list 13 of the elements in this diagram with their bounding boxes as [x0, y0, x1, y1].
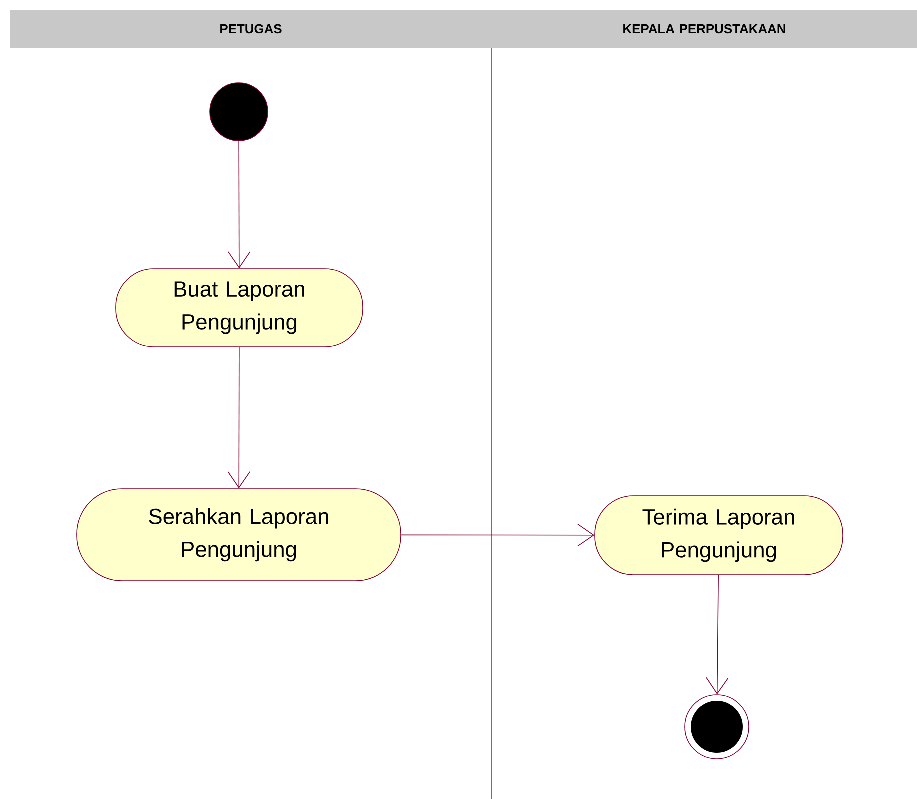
lane-header: PETUGAS — [10, 10, 492, 48]
node-label: PETUGAS — [220, 24, 282, 34]
activity-box: Terima Laporan Pengunjung — [594, 496, 844, 576]
node-label: KEPALA PERPUSTAKAAN — [624, 24, 786, 34]
arrow — [228, 141, 251, 269]
arrow — [706, 575, 729, 695]
activity-box: Buat Laporan Pengunjung — [116, 268, 364, 348]
lane-header: KEPALA PERPUSTAKAAN — [492, 10, 917, 48]
arrow — [228, 347, 251, 489]
activity-box: Serahkan Laporan Pengunjung — [76, 488, 402, 582]
arrow — [401, 524, 595, 547]
end-node — [684, 694, 750, 760]
start-node — [210, 82, 268, 142]
